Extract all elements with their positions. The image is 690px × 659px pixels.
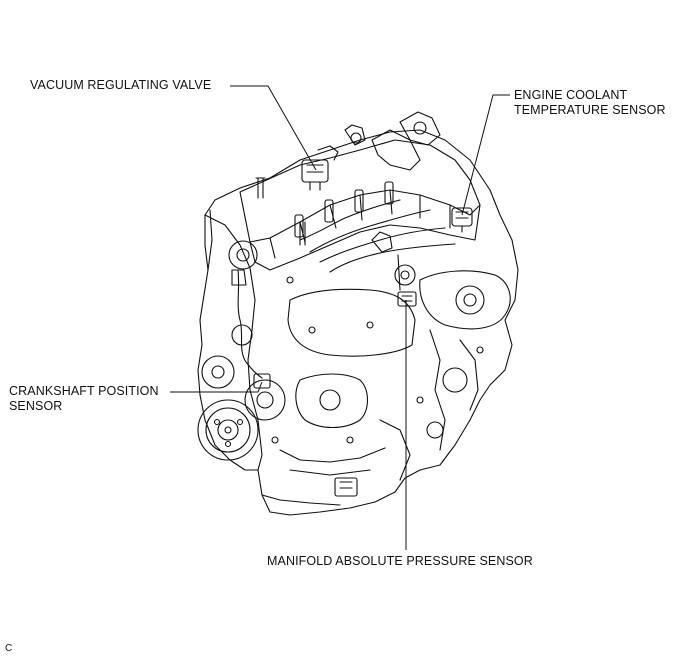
leader-crankshaft-position-sensor — [170, 381, 263, 393]
sensor-harness — [237, 269, 263, 379]
exhaust-manifold — [419, 270, 511, 330]
leader-engine-coolant-temperature-sensor — [461, 94, 510, 216]
label-engine-coolant-line2: TEMPERATURE SENSOR — [514, 103, 666, 117]
label-manifold-absolute-pressure-text: MANIFOLD ABSOLUTE PRESSURE SENSOR — [267, 554, 533, 568]
label-crankshaft-line1: CRANKSHAFT POSITION — [9, 384, 159, 398]
vacuum-regulating-valve-part — [301, 159, 329, 183]
label-crankshaft-line2: SENSOR — [9, 399, 63, 413]
engine-block-outline — [197, 129, 519, 516]
crankshaft-sensor-part — [253, 373, 271, 389]
crankshaft-pulley — [197, 399, 259, 461]
label-engine-coolant-line1: ENGINE COOLANT — [514, 88, 628, 102]
label-manifold-absolute-pressure-sensor: MANIFOLD ABSOLUTE PRESSURE SENSOR — [267, 554, 533, 569]
valve-cover — [239, 139, 481, 243]
figure-code: C — [5, 643, 13, 654]
label-crankshaft-position-sensor: CRANKSHAFT POSITION SENSOR — [9, 384, 159, 414]
label-vacuum-regulating-valve: VACUUM REGULATING VALVE — [30, 78, 211, 93]
label-vacuum-regulating-valve-text: VACUUM REGULATING VALVE — [30, 78, 212, 92]
map-sensor-part — [397, 291, 417, 307]
injection-lines — [299, 199, 401, 241]
leader-vacuum-regulating-valve — [230, 85, 317, 171]
label-engine-coolant-temperature-sensor: ENGINE COOLANT TEMPERATURE SENSOR — [514, 88, 666, 118]
intake-manifold — [287, 288, 416, 357]
timing-cover — [204, 214, 263, 471]
